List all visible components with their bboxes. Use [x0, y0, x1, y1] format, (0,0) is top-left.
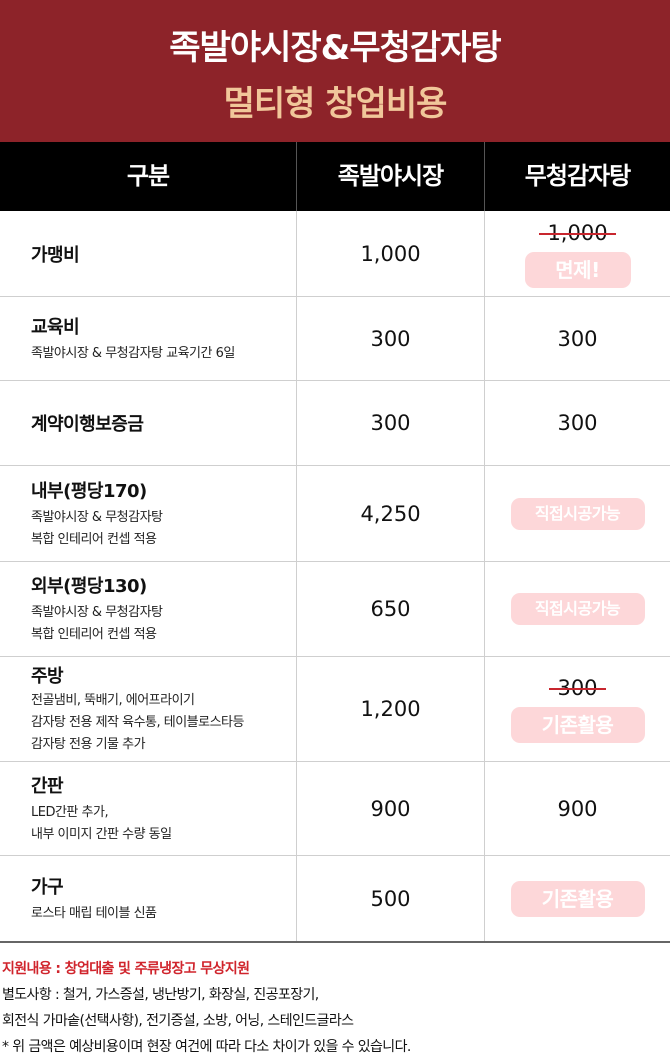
- column-divider: [484, 381, 485, 465]
- extra-items-note: 별도사항 : 철거, 가스증설, 냉난방기, 화장실, 진공포장기,: [2, 987, 319, 1003]
- header-divider: [484, 142, 485, 211]
- footer-notes: 지원내용 : 창업대출 및 주류냉장고 무상지원 별도사항 : 철거, 가스증설…: [2, 956, 670, 1060]
- exempt-badge: 면제!: [524, 251, 631, 288]
- item-note: 족발야시장 & 무청감자탕: [31, 509, 163, 525]
- item-note: 전골냄비, 뚝배기, 에어프라이기: [31, 693, 195, 708]
- item-title: 외부(평당130): [31, 576, 147, 597]
- table-row: 가맹비 1,000 1,000 면제!: [0, 211, 670, 297]
- self-construction-badge: 직접시공가능: [510, 497, 645, 530]
- item-title: 가구: [31, 876, 64, 898]
- item-title: 교육비: [31, 316, 80, 338]
- table-row: 가구 로스타 매립 테이블 신품 500 기존활용: [0, 856, 670, 941]
- column-divider: [296, 381, 297, 465]
- gamjatang-value: 300: [557, 411, 598, 435]
- item-title: 가맹비: [31, 244, 80, 266]
- column-divider: [484, 856, 485, 941]
- gamjatang-value-cell: 기존활용: [485, 856, 670, 941]
- item-note: 내부 이미지 간판 수량 동일: [31, 826, 172, 842]
- gamjatang-value-cell: 300 기존활용: [485, 657, 670, 761]
- header-divider: [296, 142, 297, 211]
- table-row: 간판 LED간판 추가, 내부 이미지 간판 수량 동일 900 900: [0, 762, 670, 856]
- jokbal-value: 900: [370, 796, 411, 821]
- jokbal-value: 500: [370, 886, 411, 911]
- item-title: 간판: [31, 775, 64, 797]
- disclaimer: * 위 금액은 예상비용이며 현장 여건에 따라 다소 차이가 있을 수 있습니…: [2, 1039, 411, 1055]
- jokbal-value: 1,200: [360, 697, 421, 721]
- gamjatang-value-cell: 직접시공가능: [485, 466, 670, 561]
- support-note: 지원내용 : 창업대출 및 주류냉장고 무상지원: [2, 961, 250, 977]
- table-row: 외부(평당130) 족발야시장 & 무청감자탕 복합 인테리어 컨셉 적용 65…: [0, 562, 670, 657]
- table-row: 주방 전골냄비, 뚝배기, 에어프라이기 감자탕 전용 제작 육수통, 테이블로…: [0, 657, 670, 762]
- self-construction-badge: 직접시공가능: [510, 593, 645, 625]
- column-divider: [484, 466, 485, 561]
- column-divider: [484, 297, 485, 380]
- row-label-cell: 주방 전골냄비, 뚝배기, 에어프라이기 감자탕 전용 제작 육수통, 테이블로…: [31, 657, 293, 761]
- row-label-cell: 간판 LED간판 추가, 내부 이미지 간판 수량 동일: [31, 762, 293, 855]
- extra-items-note: 회전식 가마솥(선택사항), 전기증설, 소방, 어닝, 스테인드글라스: [2, 1013, 354, 1029]
- column-divider: [296, 856, 297, 941]
- item-note: 복합 인테리어 컨셉 적용: [31, 531, 157, 547]
- page-title: 족발야시장&무청감자탕: [169, 28, 501, 68]
- jokbal-value: 300: [370, 411, 411, 435]
- column-divider: [484, 562, 485, 656]
- item-note: LED간판 추가,: [31, 804, 109, 820]
- jokbal-value: 650: [370, 597, 411, 621]
- column-header-gamjatang: 무청감자탕: [524, 162, 631, 190]
- column-divider: [296, 562, 297, 656]
- column-header-category: 구분: [126, 162, 170, 190]
- column-divider: [296, 657, 297, 761]
- item-note: 로스타 매립 테이블 신품: [31, 905, 157, 921]
- item-note: 족발야시장 & 무청감자탕 교육기간 6일: [31, 345, 235, 361]
- table-row: 계약이행보증금 300 300: [0, 381, 670, 466]
- column-divider: [484, 657, 485, 761]
- table-row: 교육비 족발야시장 & 무청감자탕 교육기간 6일 300 300: [0, 297, 670, 381]
- item-note: 족발야시장 & 무청감자탕: [31, 605, 163, 620]
- strikethrough-price: 300: [549, 676, 606, 700]
- column-divider: [296, 297, 297, 380]
- gamjatang-value-cell: 1,000 면제!: [485, 211, 670, 296]
- jokbal-value: 300: [370, 326, 411, 351]
- row-label-cell: 가구 로스타 매립 테이블 신품: [31, 856, 293, 941]
- column-divider: [296, 211, 297, 296]
- gamjatang-value: 900: [557, 796, 598, 821]
- item-note: 감자탕 전용 기물 추가: [31, 737, 146, 752]
- table-header: 구분 족발야시장 무청감자탕: [0, 142, 670, 211]
- gamjatang-value-cell: 직접시공가능: [485, 562, 670, 656]
- jokbal-value: 1,000: [360, 241, 421, 266]
- strikethrough-price: 1,000: [539, 220, 616, 245]
- item-title: 주방: [31, 666, 64, 687]
- column-divider: [484, 211, 485, 296]
- table-bottom-rule: [0, 941, 670, 943]
- row-label-cell: 교육비 족발야시장 & 무청감자탕 교육기간 6일: [31, 297, 293, 380]
- item-note: 감자탕 전용 제작 육수통, 테이블로스타등: [31, 715, 244, 730]
- gamjatang-value: 300: [557, 326, 598, 351]
- column-divider: [296, 762, 297, 855]
- row-label-cell: 가맹비: [31, 211, 293, 296]
- item-title: 계약이행보증금: [31, 414, 144, 435]
- row-label-cell: 외부(평당130) 족발야시장 & 무청감자탕 복합 인테리어 컨셉 적용: [31, 562, 293, 656]
- column-divider: [296, 466, 297, 561]
- reuse-existing-badge: 기존활용: [510, 707, 645, 743]
- column-header-jokbal: 족발야시장: [337, 162, 444, 190]
- header-banner: 족발야시장&무청감자탕 멀티형 창업비용: [0, 0, 670, 142]
- jokbal-value: 4,250: [360, 501, 421, 526]
- row-label-cell: 계약이행보증금: [31, 381, 293, 465]
- item-note: 복합 인테리어 컨셉 적용: [31, 627, 157, 642]
- row-label-cell: 내부(평당170) 족발야시장 & 무청감자탕 복합 인테리어 컨셉 적용: [31, 466, 293, 561]
- column-divider: [484, 762, 485, 855]
- reuse-existing-badge: 기존활용: [510, 880, 645, 917]
- item-title: 내부(평당170): [31, 480, 147, 502]
- table-row: 내부(평당170) 족발야시장 & 무청감자탕 복합 인테리어 컨셉 적용 4,…: [0, 466, 670, 562]
- page-subtitle: 멀티형 창업비용: [223, 84, 448, 124]
